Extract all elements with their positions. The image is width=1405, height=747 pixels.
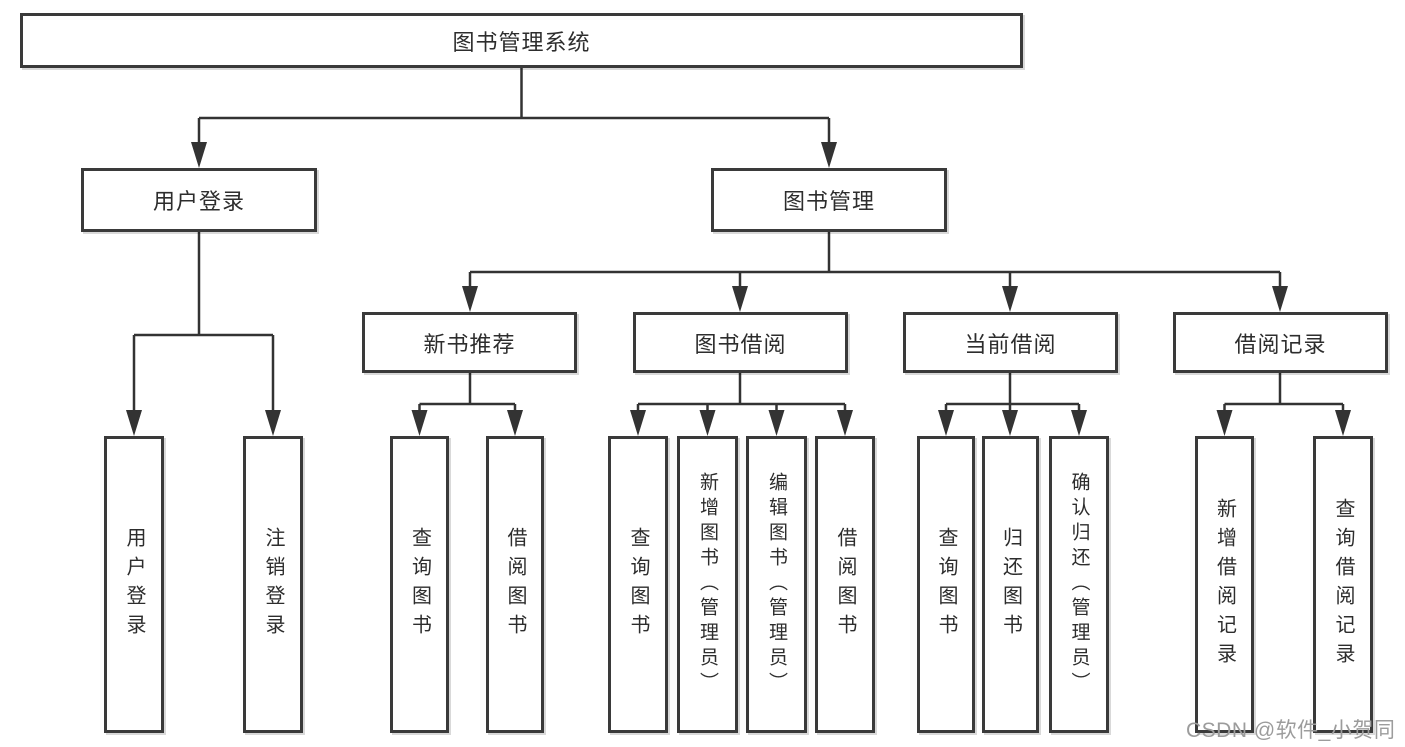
node-current-borrowing: 当前借阅 bbox=[903, 312, 1118, 373]
leaf-nbr-query-books: 查询图书 bbox=[390, 436, 449, 733]
leaf-cb-confirm-return-admin: 确认归还（管理员） bbox=[1049, 436, 1109, 733]
node-new-book-recommend: 新书推荐 bbox=[362, 312, 577, 373]
leaf-bb-edit-books-admin: 编辑图书（管理员） bbox=[746, 436, 807, 733]
node-user-login: 用户登录 bbox=[81, 168, 317, 232]
leaf-cb-return-books: 归还图书 bbox=[982, 436, 1039, 733]
leaf-user-login: 用户登录 bbox=[104, 436, 164, 733]
watermark-text: CSDN @软件_小贺同学 bbox=[1186, 719, 1396, 742]
connector-lines bbox=[132, 68, 1345, 414]
leaf-nbr-borrow-books: 借阅图书 bbox=[486, 436, 544, 733]
leaf-bb-query-books: 查询图书 bbox=[608, 436, 668, 733]
leaf-logout: 注销登录 bbox=[243, 436, 303, 733]
node-library-system: 图书管理系统 bbox=[20, 13, 1023, 68]
connector-arrowheads bbox=[126, 142, 1351, 436]
leaf-br-query-record: 查询借阅记录 bbox=[1313, 436, 1373, 733]
node-borrow-records: 借阅记录 bbox=[1173, 312, 1388, 373]
leaf-bb-borrow-books: 借阅图书 bbox=[815, 436, 875, 733]
node-book-borrowing: 图书借阅 bbox=[633, 312, 848, 373]
leaf-bb-add-books-admin: 新增图书（管理员） bbox=[677, 436, 738, 733]
node-book-management: 图书管理 bbox=[711, 168, 947, 232]
leaf-br-add-record: 新增借阅记录 bbox=[1195, 436, 1254, 733]
leaf-cb-query-books: 查询图书 bbox=[917, 436, 975, 733]
